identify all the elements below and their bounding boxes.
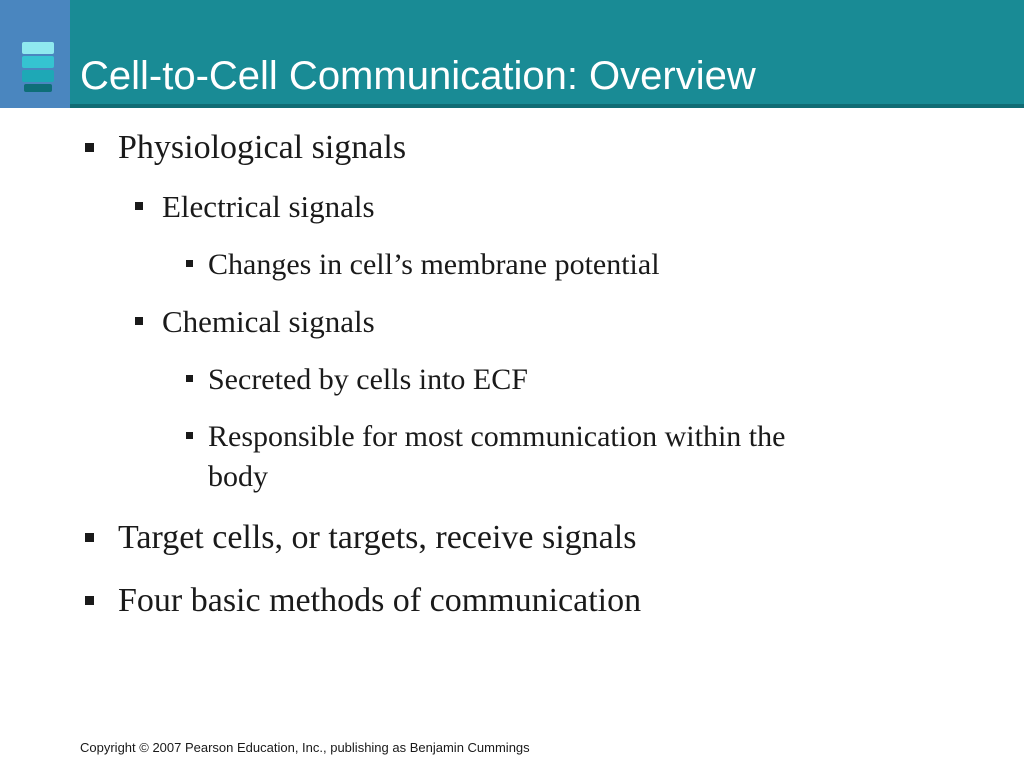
bullet-item: Changes in cell’s membrane potential bbox=[208, 246, 660, 284]
bullet-item: Secreted by cells into ECF bbox=[208, 361, 528, 399]
bullet-text: body bbox=[208, 460, 268, 493]
bullet-text: Responsible for most communication withi… bbox=[208, 420, 786, 453]
bullet-item: Responsible for most communication withi… bbox=[208, 418, 785, 456]
bullet-text: Chemical signals bbox=[162, 304, 375, 339]
copyright-footer: Copyright © 2007 Pearson Education, Inc.… bbox=[80, 740, 530, 755]
bullet-item: Four basic methods of communication bbox=[118, 581, 641, 621]
logo-bar bbox=[22, 42, 54, 54]
bullet-item: Chemical signals bbox=[162, 303, 375, 341]
slide-title: Cell-to-Cell Communication: Overview bbox=[80, 54, 756, 98]
logo-bar bbox=[22, 70, 54, 82]
square-bullet-icon bbox=[85, 533, 94, 542]
square-bullet-icon bbox=[186, 260, 193, 267]
bullet-list: Physiological signals Electrical signals… bbox=[85, 128, 785, 621]
square-bullet-icon bbox=[85, 143, 94, 152]
bullet-item: Target cells, or targets, receive signal… bbox=[118, 518, 636, 558]
title-bar-underline bbox=[70, 104, 1024, 108]
bullet-text: Target cells, or targets, receive signal… bbox=[118, 519, 637, 556]
bullet-text: Four basic methods of communication bbox=[118, 582, 642, 619]
bullet-text: Electrical signals bbox=[162, 189, 375, 224]
title-bar bbox=[0, 0, 1024, 108]
bullet-item: Electrical signals bbox=[162, 188, 375, 226]
square-bullet-icon bbox=[186, 432, 193, 439]
logo-bar bbox=[24, 84, 52, 92]
square-bullet-icon bbox=[85, 596, 94, 605]
logo-bar bbox=[22, 56, 54, 68]
square-bullet-icon bbox=[135, 317, 143, 325]
stacked-bars-logo-icon bbox=[22, 42, 54, 94]
square-bullet-icon bbox=[135, 202, 143, 210]
bullet-text: Changes in cell’s membrane potential bbox=[208, 248, 660, 281]
bullet-text: Physiological signals bbox=[118, 129, 407, 166]
square-bullet-icon bbox=[186, 375, 193, 382]
bullet-item: Physiological signals bbox=[118, 128, 406, 168]
bullet-text: Secreted by cells into ECF bbox=[208, 363, 528, 396]
bullet-item-continuation: body bbox=[208, 458, 268, 496]
